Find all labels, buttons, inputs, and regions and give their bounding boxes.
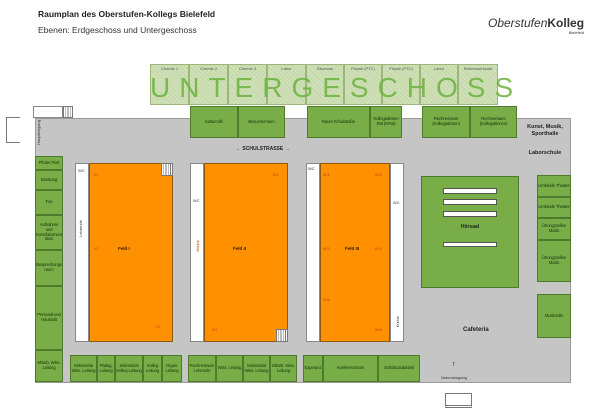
page-title: Raumplan des Oberstufen-Kollegs Bielefel…	[38, 9, 216, 19]
ug-room[interactable]: Labor	[420, 64, 458, 105]
ug-room[interactable]: Elektrowerkstatt	[458, 64, 498, 105]
room-aufnahme[interactable]: Aufnahme und Kursdokumentation	[35, 215, 63, 250]
room-umkleide[interactable]: Umkleide Theater	[537, 197, 571, 218]
stairs-icon	[63, 106, 73, 118]
logo-text-b: Kolleg	[547, 16, 585, 30]
room-rechnerraum[interactable]: Rechnerraum (Kollegiatinnen)	[470, 106, 517, 138]
room-bottom[interactable]: Experanz	[303, 355, 323, 382]
room-label: I/3	[156, 324, 161, 329]
room-bottom[interactable]: Kolleg Leitung	[143, 355, 162, 382]
main-entrance-stairs-icon	[6, 117, 20, 143]
ug-room[interactable]: Physik (PTC)	[344, 64, 382, 105]
ug-room[interactable]: Labor	[267, 64, 306, 105]
schulstrasse-text: SCHULSTRASSE	[242, 146, 284, 152]
haupteingang-label: Haupteingang	[36, 120, 41, 145]
stairs-icon	[161, 163, 173, 176]
room-pforte[interactable]: Pforte/ Post	[35, 156, 63, 170]
wc-label: WC	[78, 168, 85, 173]
logo-text-c: Bielefeld	[568, 30, 585, 35]
stairs-icon	[276, 329, 288, 342]
feld-2[interactable]	[204, 163, 288, 342]
room-label: III/5	[323, 297, 330, 302]
room-besprechungsraum[interactable]: Besprechungsraum	[35, 250, 63, 286]
kueche-label: Küche	[395, 316, 400, 328]
room-bottom[interactable]: Schulsozialarbeit	[378, 355, 420, 382]
room-label: II/1	[273, 172, 279, 177]
room-label: III/1	[323, 172, 330, 177]
wc-strip	[306, 163, 320, 342]
room-bottom[interactable]: Rechnerraum Lehrende	[188, 355, 216, 382]
room-label: I/1	[94, 172, 99, 177]
room-bottom[interactable]: Mitarb. Wiss. Leitung	[270, 355, 297, 382]
schulstrasse-label: ← SCHULSTRASSE →	[236, 146, 290, 152]
ug-room[interactable]: Chemie 3	[228, 64, 267, 105]
room-bottom[interactable]: Sekretariat Wiss. Leitung	[243, 355, 270, 382]
feld-1[interactable]	[89, 163, 173, 342]
room-kulturcafe[interactable]: Kulturcafé	[190, 106, 238, 138]
ug-room[interactable]: Ökoraum	[306, 64, 344, 105]
nebeneingang-label: Nebeneingang	[441, 375, 468, 380]
buehne-label: Bühne	[195, 240, 200, 252]
room-uebungszelle[interactable]: Übungszellen Musik	[537, 240, 571, 282]
room-label: I/2	[94, 246, 99, 251]
ug-room[interactable]: Chemie 2	[189, 64, 228, 105]
lectern	[443, 242, 497, 247]
wc-strip	[75, 163, 89, 342]
exit-laborschule: Laborschule	[528, 150, 562, 156]
seat-row	[443, 188, 497, 194]
wc-label: WC	[308, 166, 315, 171]
room-bottom[interactable]: Sekretariat Wiss. Leitung	[70, 355, 97, 382]
page-subtitle: Ebenen: Erdgeschoss und Untergeschoss	[38, 25, 197, 35]
cafeteria-label: Cafeteria	[463, 327, 489, 333]
room-label: III/2	[375, 172, 382, 177]
wc-strip	[390, 163, 404, 342]
lehrende-label: Lehrende	[78, 220, 83, 237]
feld-1-label: Feld I	[118, 246, 130, 251]
room-label: III/4	[375, 246, 382, 251]
hoersaal[interactable]	[421, 176, 519, 288]
room-bottom[interactable]: Organ. Leitung	[162, 355, 182, 382]
seat-row	[443, 211, 497, 217]
room-krat[interactable]: Kollegiatinnen Rat (KRat)	[370, 106, 402, 138]
room-besucherraum[interactable]: Besucherraum	[238, 106, 285, 138]
room-bottom[interactable]: Konferenzraum	[323, 355, 378, 382]
room-bottom[interactable]: Wiss. Leitung	[216, 355, 243, 382]
seat-row	[443, 199, 497, 205]
untergeschoss-label: UNTERGESCHOSS	[150, 72, 523, 103]
stairwell	[33, 106, 63, 118]
room-fax[interactable]: Fax	[35, 190, 63, 215]
feld-3-label: Feld III	[345, 246, 360, 251]
room-schulstrasse[interactable]: Raum Schulstraße	[307, 106, 370, 138]
wc-label: WC	[193, 198, 200, 203]
room-label: III/3	[323, 246, 330, 251]
room-uebungszelle[interactable]: Übungszellen Musik	[537, 218, 571, 240]
logo-text-a: Oberstufen	[488, 16, 548, 30]
room-bottom[interactable]: Sekretariat Kolleg Leitung	[115, 355, 143, 382]
wc-strip	[190, 163, 204, 342]
side-entrance-stairs-icon	[445, 393, 472, 408]
room-personal[interactable]: Personal und Haushalt	[35, 286, 63, 350]
arrow-up-icon: ↑	[452, 361, 456, 368]
feld-2-label: Feld II	[233, 246, 247, 251]
ug-room[interactable]: Chemie 1	[150, 64, 189, 105]
room-mitarb[interactable]: Mitarb. Wiss. Leitung	[35, 350, 63, 382]
room-musikzelle[interactable]: Musikzelle	[537, 294, 571, 338]
room-label: III/6	[375, 327, 382, 332]
wc-label: WC	[393, 200, 400, 205]
hoersaal-label: Hörsaal	[460, 224, 480, 230]
feld-3[interactable]	[320, 163, 390, 342]
room-bottom[interactable]: Pädag. Leitung	[97, 355, 115, 382]
room-beratung[interactable]: Beratung	[35, 170, 63, 190]
room-label: II/2	[212, 327, 218, 332]
ug-room[interactable]: Physik (PTC)	[382, 64, 420, 105]
room-rechnerraum[interactable]: Rechnerraum (Kollegiatinnen)	[422, 106, 470, 138]
exit-kunst-musik: Kunst, Musik, Sporthalle	[527, 124, 563, 137]
room-umkleide[interactable]: Umkleide Theater	[537, 175, 571, 197]
